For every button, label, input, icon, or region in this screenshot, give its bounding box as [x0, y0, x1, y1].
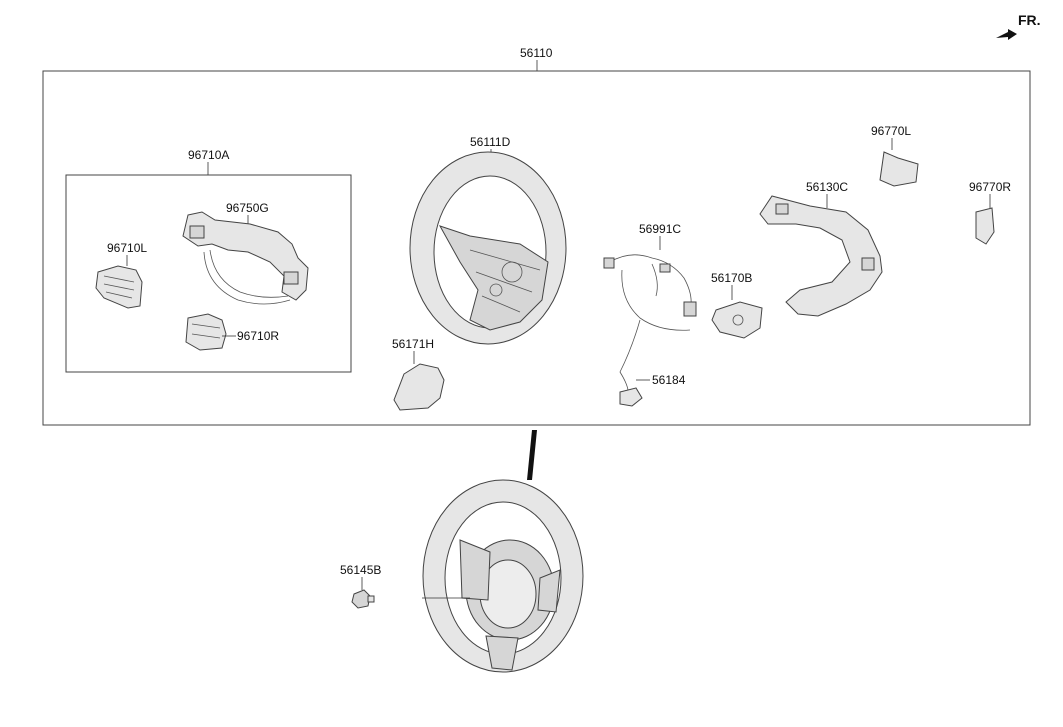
label-96770L: 96770L	[871, 124, 911, 138]
label-56991C: 56991C	[639, 222, 681, 236]
label-56110: 56110	[520, 46, 553, 60]
assembly-frame	[42, 70, 1031, 426]
remote-part	[711, 301, 763, 339]
front-label: FR.	[1018, 12, 1041, 28]
label-56170B: 56170B	[711, 271, 752, 285]
label-96710R: 96710R	[237, 329, 279, 343]
label-56171H: 56171H	[392, 337, 434, 351]
rear-cover-part	[759, 195, 883, 317]
extension-part	[619, 387, 643, 407]
paddle-l-part	[879, 151, 919, 187]
steering-wheel-part	[409, 151, 567, 345]
front-indicator: FR.	[996, 12, 1041, 40]
label-56111D: 56111D	[470, 135, 511, 149]
front-direction-arrow-icon	[996, 29, 1017, 40]
label-96750G: 96750G	[226, 201, 269, 215]
bezel-part	[182, 211, 309, 305]
switch-assy-frame	[65, 174, 352, 373]
label-56184: 56184	[652, 373, 686, 387]
bolt-part	[351, 589, 375, 609]
label-96710L: 96710L	[107, 241, 147, 255]
switch-r-part	[185, 313, 227, 351]
paddle-r-part	[975, 207, 995, 245]
label-56145B: 56145B	[340, 563, 381, 577]
label-96710A: 96710A	[188, 148, 229, 162]
label-96770R: 96770R	[969, 180, 1011, 194]
label-56130C: 56130C	[806, 180, 848, 194]
switch-l-part	[95, 265, 143, 309]
installed-steering-wheel	[422, 430, 584, 673]
lower-cover-part	[393, 363, 445, 411]
